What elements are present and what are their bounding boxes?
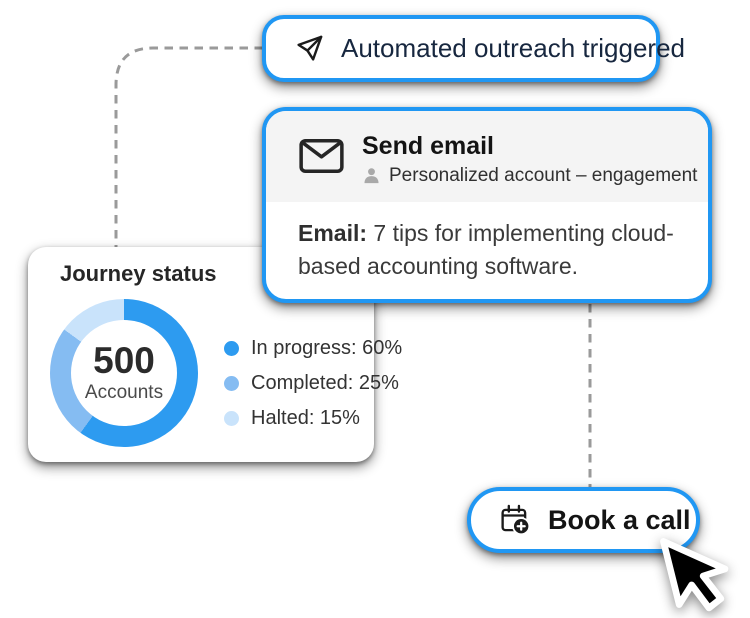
legend-label: Halted: 15% — [251, 407, 360, 429]
email-audience-row: Personalized account – engagement — [362, 165, 697, 187]
legend-label: Completed: 25% — [251, 372, 399, 394]
cursor-arrow-icon — [660, 538, 729, 612]
legend-dot — [224, 411, 239, 426]
trigger-pill-label: Automated outreach triggered — [341, 33, 685, 63]
chart-legend: In progress: 60% Completed: 25% Halted: … — [224, 337, 402, 430]
send-email-card[interactable]: Send email Personalized account – engage… — [262, 107, 712, 303]
automated-outreach-pill[interactable]: Automated outreach triggered — [262, 15, 685, 82]
email-card-header: Send email Personalized account – engage… — [266, 111, 708, 202]
accounts-count: 500 — [93, 340, 155, 381]
legend-item-halted: Halted: 15% — [224, 407, 402, 430]
legend-dot — [224, 376, 239, 391]
accounts-label: Accounts — [84, 382, 164, 403]
envelope-icon — [299, 138, 344, 174]
book-call-label: Book a call — [548, 504, 691, 535]
send-icon — [297, 35, 323, 61]
journey-status-card: Journey status 500 Accounts In progress:… — [28, 247, 402, 462]
person-icon — [364, 168, 379, 184]
email-audience-label: Personalized account – engagement — [389, 164, 698, 186]
legend-item-completed: Completed: 25% — [224, 372, 402, 395]
legend-dot — [224, 341, 239, 356]
email-card-heading-block: Send email Personalized account – engage… — [362, 132, 697, 187]
donut-center: 500 Accounts — [71, 320, 177, 426]
journey-status-title: Journey status — [60, 261, 217, 286]
connector-trigger-to-journey — [114, 46, 263, 247]
legend-label: In progress: 60% — [251, 337, 403, 359]
calendar-add-icon — [501, 504, 531, 536]
email-subject-prefix: Email: — [298, 219, 368, 246]
email-subject-body: 7 tips for implementing cloud-based acco… — [298, 219, 674, 280]
legend-item-in-progress: In progress: 60% — [224, 337, 402, 360]
donut-chart: 500 Accounts — [50, 299, 198, 447]
email-subject-text: Email: 7 tips for implementing cloud-bas… — [266, 202, 708, 284]
email-card-title: Send email — [362, 132, 494, 160]
